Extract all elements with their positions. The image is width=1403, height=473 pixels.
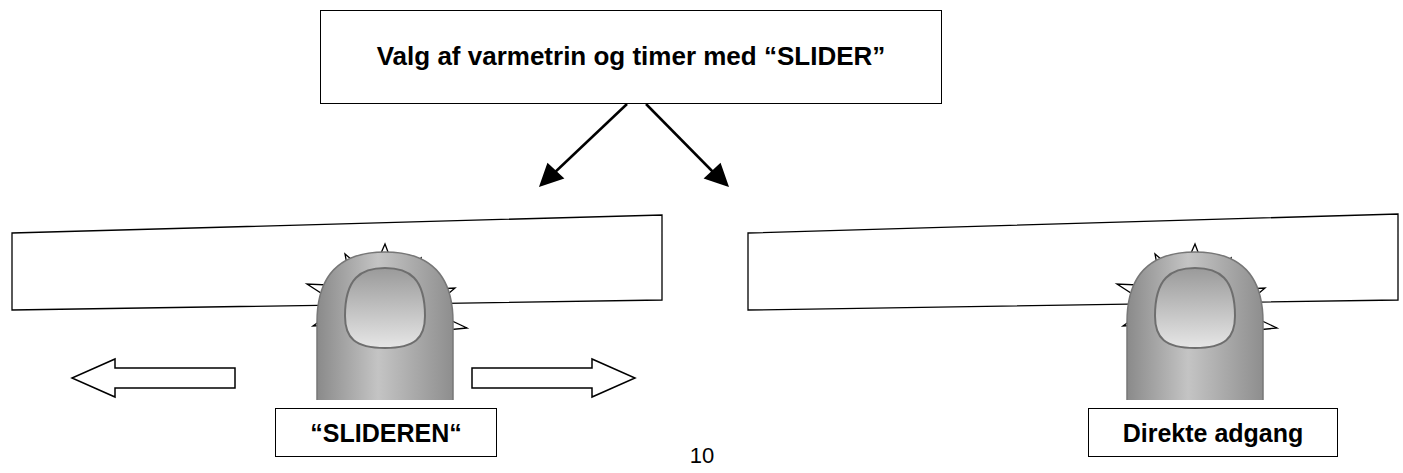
finger (307, 244, 467, 473)
page-number: 10 (690, 443, 714, 469)
box-text: Valg af varmetrin og timer med “SLIDER” (377, 41, 886, 72)
slider-bar (748, 214, 1398, 310)
right-arrow (472, 359, 635, 397)
label-box: Direkte adgang (1088, 408, 1338, 457)
box-text: Direkte adgang (1123, 418, 1304, 448)
left-arrow (72, 359, 235, 397)
title-box: Valg af varmetrin og timer med “SLIDER” (320, 10, 942, 104)
label-box: “SLIDEREN“ (275, 408, 497, 457)
pointer-arrows (541, 104, 727, 185)
box-text: “SLIDEREN“ (310, 418, 461, 448)
